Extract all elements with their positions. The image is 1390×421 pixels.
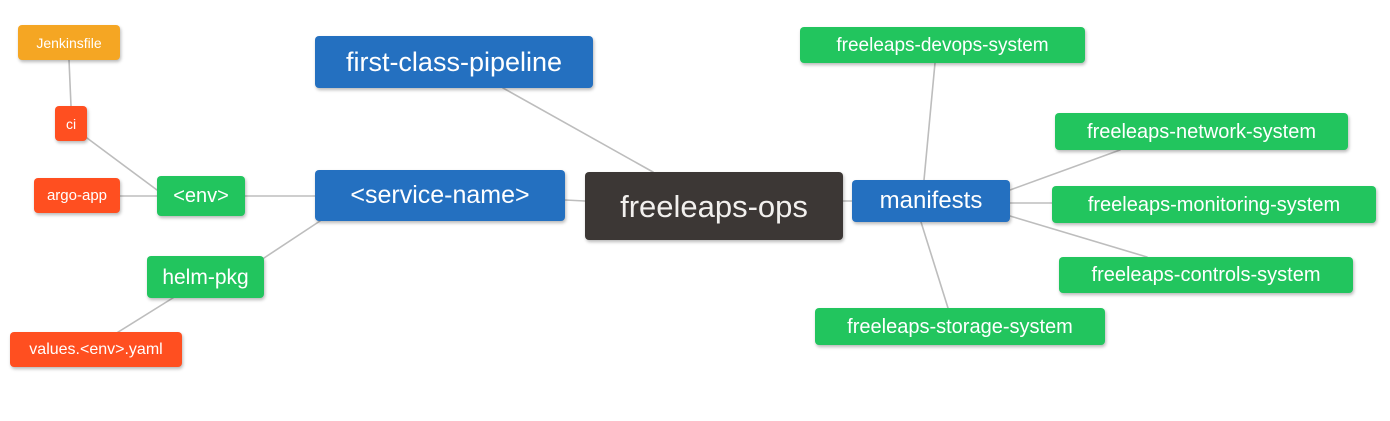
node-label-freeleaps-monitoring-system: freeleaps-monitoring-system [1087,193,1341,216]
node-ci[interactable]: ci [55,106,87,141]
node-label-service-name: <service-name> [350,181,530,209]
edge-service-name-to-freeleaps-ops [564,199,586,202]
node-label-env: <env> [173,185,229,207]
edge-manifests-to-freeleaps-network-system [1009,149,1121,191]
node-jenkinsfile[interactable]: Jenkinsfile [18,25,120,60]
edge-service-name-to-helm-pkg [263,220,321,259]
edge-helm-pkg-to-values-yaml [114,295,177,335]
node-label-freeleaps-devops-system: freeleaps-devops-system [836,34,1049,56]
node-label-helm-pkg: helm-pkg [162,265,249,289]
node-freeleaps-network-system[interactable]: freeleaps-network-system [1055,113,1348,150]
node-label-argo-app: argo-app [46,187,108,204]
edge-manifests-to-freeleaps-storage-system [920,221,949,309]
node-values-yaml[interactable]: values.<env>.yaml [10,332,182,367]
node-manifests[interactable]: manifests [852,180,1010,222]
node-freeleaps-monitoring-system[interactable]: freeleaps-monitoring-system [1052,186,1376,223]
edge-manifests-to-freeleaps-devops-system [923,62,936,181]
edge-jenkinsfile-to-ci [68,59,72,107]
node-label-freeleaps-ops: freeleaps-ops [620,188,808,224]
node-freeleaps-devops-system[interactable]: freeleaps-devops-system [800,27,1085,63]
node-argo-app[interactable]: argo-app [34,178,120,213]
node-label-freeleaps-controls-system: freeleaps-controls-system [1091,264,1321,286]
node-label-freeleaps-network-system: freeleaps-network-system [1087,120,1316,143]
node-label-freeleaps-storage-system: freeleaps-storage-system [847,315,1073,338]
edge-first-class-pipeline-to-freeleaps-ops [502,87,654,173]
node-env[interactable]: <env> [157,176,245,216]
node-first-class-pipeline[interactable]: first-class-pipeline [315,36,593,88]
node-label-values-yaml: values.<env>.yaml [29,340,163,358]
node-label-first-class-pipeline: first-class-pipeline [345,46,563,77]
node-service-name[interactable]: <service-name> [315,170,565,221]
node-label-jenkinsfile: Jenkinsfile [36,34,102,51]
node-freeleaps-ops[interactable]: freeleaps-ops [585,172,843,240]
node-label-ci: ci [65,115,77,132]
node-label-manifests: manifests [879,187,983,214]
node-freeleaps-storage-system[interactable]: freeleaps-storage-system [815,308,1105,345]
node-freeleaps-controls-system[interactable]: freeleaps-controls-system [1059,257,1353,293]
node-helm-pkg[interactable]: helm-pkg [147,256,264,298]
